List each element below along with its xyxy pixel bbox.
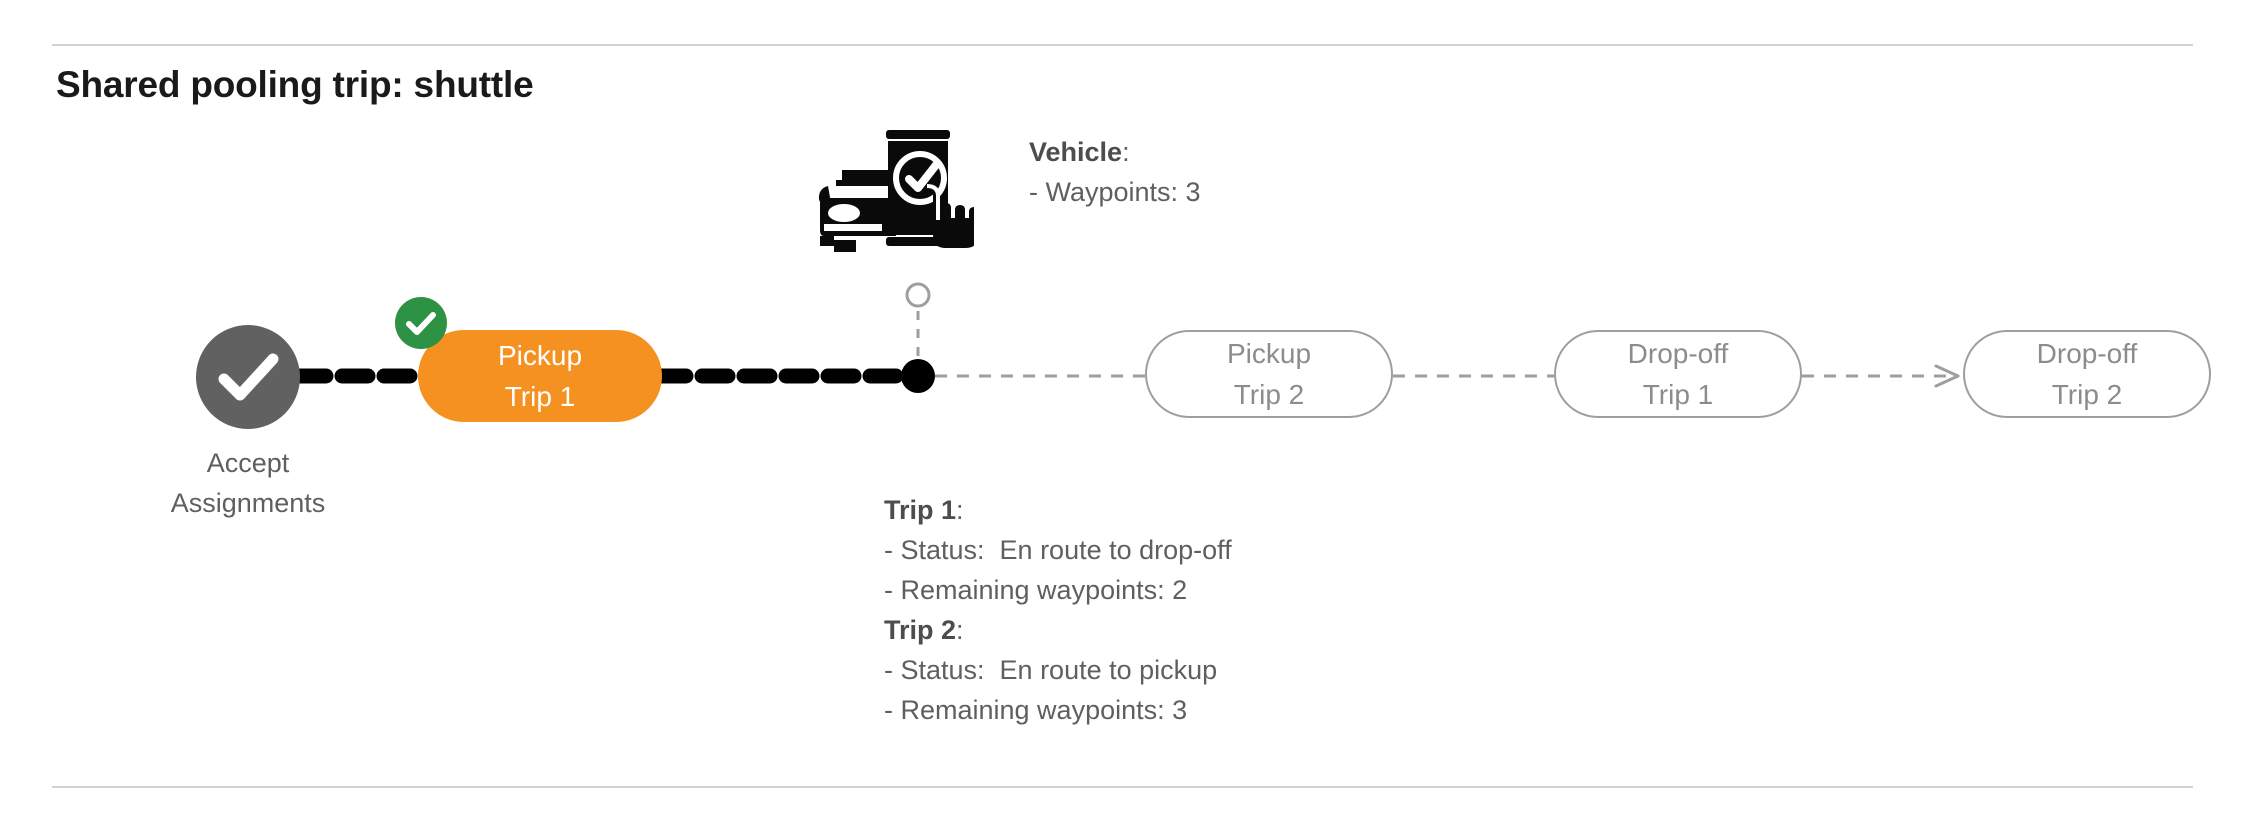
timeline-node-dropoff-trip-1[interactable]: Drop-off Trip 1 [1554,330,1802,418]
accept-label-line2: Assignments [170,488,326,518]
pickup-trip-2-line2: Trip 2 [1233,379,1305,410]
vehicle-leader-ring [905,282,931,308]
pickup-trip-2-line1: Pickup [1226,338,1312,369]
page-title: Shared pooling trip: shuttle [56,64,534,105]
trip-1-heading: Trip 1: [884,490,1232,530]
timeline-node-accept-assignments[interactable]: Accept Assignments [171,325,325,518]
vehicle-icon [814,118,974,258]
vehicle-waypoints-line: - Waypoints: 3 [1029,177,1201,207]
vehicle-annotation-heading-text: Vehicle [1029,137,1123,167]
dropoff-trip-2-line1: Drop-off [2036,338,2138,369]
bottom-divider [52,786,2193,788]
dropoff-trip-2-line2: Trip 2 [2051,379,2123,410]
timeline-node-pickup-trip-1[interactable]: Pickup Trip 1 [418,330,662,422]
trip-2-status-line: - Status: En route to pickup [884,655,1218,685]
vehicle-annotation-colon: : [1122,137,1130,167]
top-divider [52,44,2193,46]
trip-2-heading-text: Trip 2 [884,615,957,645]
trips-annotation: Trip 1: - Status: En route to drop-off -… [884,490,1232,730]
timeline-node-pickup-trip-2[interactable]: Pickup Trip 2 [1145,330,1393,418]
vehicle-annotation-heading: Vehicle: [1029,132,1201,172]
pickup-trip-1-line1: Pickup [497,340,583,371]
trip-2-heading: Trip 2: [884,610,1232,650]
vehicle-position-dot [901,359,935,393]
accept-label-line1: Accept [206,448,290,478]
accept-assignments-label: Accept Assignments [106,443,390,523]
dropoff-trip-1-line1: Drop-off [1627,338,1729,369]
dropoff-trip-1-line2: Trip 1 [1642,379,1714,410]
track-arrowhead [1934,364,1960,388]
phone-check-icon [893,151,947,205]
trip-2-colon: : [956,615,964,645]
trip-1-waypoints-line: - Remaining waypoints: 2 [884,575,1188,605]
vehicle-annotation: Vehicle: - Waypoints: 3 [1029,132,1201,212]
timeline-node-dropoff-trip-2[interactable]: Drop-off Trip 2 [1963,330,2211,418]
completed-circle [196,325,300,429]
pickup-trip-1-line2: Trip 1 [504,381,576,412]
check-badge-icon [395,297,447,349]
tap-hand-icon [930,188,974,248]
check-icon [218,353,279,401]
trip-1-status-line: - Status: En route to drop-off [884,535,1232,565]
trip-2-waypoints-line: - Remaining waypoints: 3 [884,695,1188,725]
trip-1-heading-text: Trip 1 [884,495,957,525]
trip-1-colon: : [956,495,964,525]
